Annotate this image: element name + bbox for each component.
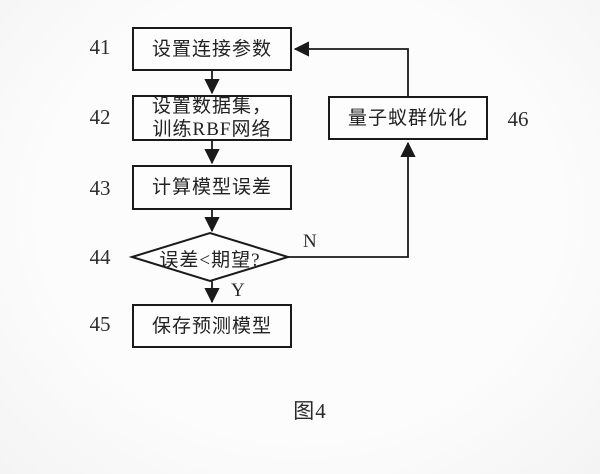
ref-number-44: 44 — [89, 245, 111, 269]
ref-number-42: 42 — [89, 105, 111, 129]
arrow-46-to-41-feedback — [293, 41, 409, 96]
branch-label-yes: Y — [231, 280, 245, 301]
branch-label-no: N — [303, 231, 317, 252]
node-set-dataset-train-rbf: 设置数据集，训练RBF网络 — [132, 95, 292, 141]
arrow-44-to-46-no — [288, 141, 416, 258]
node-save-prediction-model: 保存预测模型 — [132, 304, 292, 348]
ref-number-41: 41 — [89, 35, 111, 59]
node-quantum-ant-colony-optimization: 量子蚁群优化 — [328, 96, 488, 140]
figure-caption: 图4 — [293, 399, 327, 423]
node-set-connection-params: 设置连接参数 — [132, 27, 292, 71]
node-compute-model-error: 计算模型误差 — [132, 165, 292, 210]
node-error-less-than-expected-text: 误差<期望? — [159, 250, 261, 271]
ref-number-46: 46 — [507, 107, 529, 131]
ref-number-45: 45 — [89, 312, 111, 336]
ref-number-43: 43 — [89, 176, 111, 200]
